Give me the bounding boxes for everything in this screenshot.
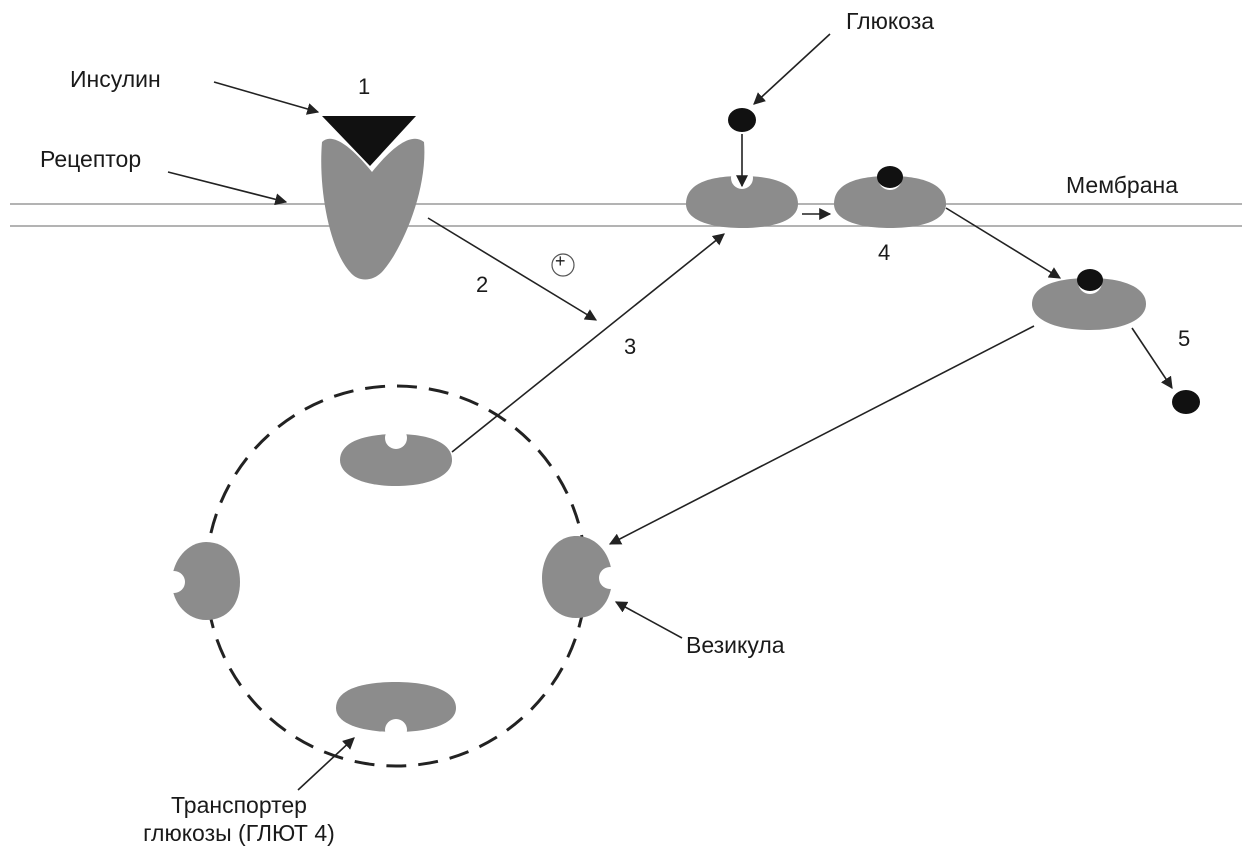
- arrow-vesicle-label: [614, 601, 683, 639]
- glut4-releasing: [1032, 278, 1146, 330]
- glucose-binding-notch: [599, 567, 621, 589]
- glut4-vesicle-bottom: [336, 682, 456, 732]
- insulin-triangle: [322, 116, 416, 166]
- step-4-number: 4: [878, 240, 891, 265]
- arrow-step-4-down: [945, 207, 1062, 279]
- step-2-number: 2: [476, 272, 489, 297]
- transporter-label-line1: Транспортер: [171, 792, 307, 818]
- arrow-recycle-to-vesicle: [608, 325, 1035, 545]
- glut4-at-membrane-empty: [686, 176, 798, 228]
- activation-sign: +: [555, 251, 566, 271]
- arrow-step-3-translocation: [451, 233, 725, 453]
- glucose-binding-notch: [385, 427, 407, 449]
- membrane-label: Мембрана: [1066, 172, 1179, 198]
- glut4-vesicle-left: [172, 542, 240, 620]
- step-3-number: 3: [624, 334, 637, 359]
- arrow-insulin-label: [213, 81, 320, 115]
- activation-circle: [551, 253, 575, 277]
- arrow-receptor-label: [167, 171, 288, 206]
- step-5-number: 5: [1178, 326, 1191, 351]
- glucose-molecule: [728, 108, 756, 132]
- vesicle-label: Везикула: [686, 632, 785, 658]
- glucose-label: Глюкоза: [846, 8, 935, 34]
- cell-membrane: [10, 203, 1242, 227]
- arrow-glucose-release: [1131, 327, 1173, 389]
- glucose-molecule: [1077, 269, 1103, 291]
- insulin-receptor-shape: [321, 138, 425, 280]
- receptor-label: Рецептор: [40, 146, 142, 172]
- glut4-at-membrane-bound: [834, 176, 946, 228]
- arrow-step-2: [427, 217, 598, 321]
- glucose-molecule: [877, 166, 903, 188]
- glut4-vesicle-top: [340, 434, 452, 486]
- glucose-molecule-released: [1172, 390, 1200, 414]
- glut4-vesicle-right: [542, 536, 612, 618]
- glucose-binding-notch: [163, 571, 185, 593]
- transporter-label-line2: глюкозы (ГЛЮТ 4): [143, 820, 335, 846]
- step-1-number: 1: [358, 74, 371, 99]
- arrow-transporter-label: [297, 737, 355, 791]
- insulin-label: Инсулин: [70, 66, 161, 92]
- arrow-glucose-label: [753, 33, 831, 105]
- glucose-binding-notch: [385, 719, 407, 741]
